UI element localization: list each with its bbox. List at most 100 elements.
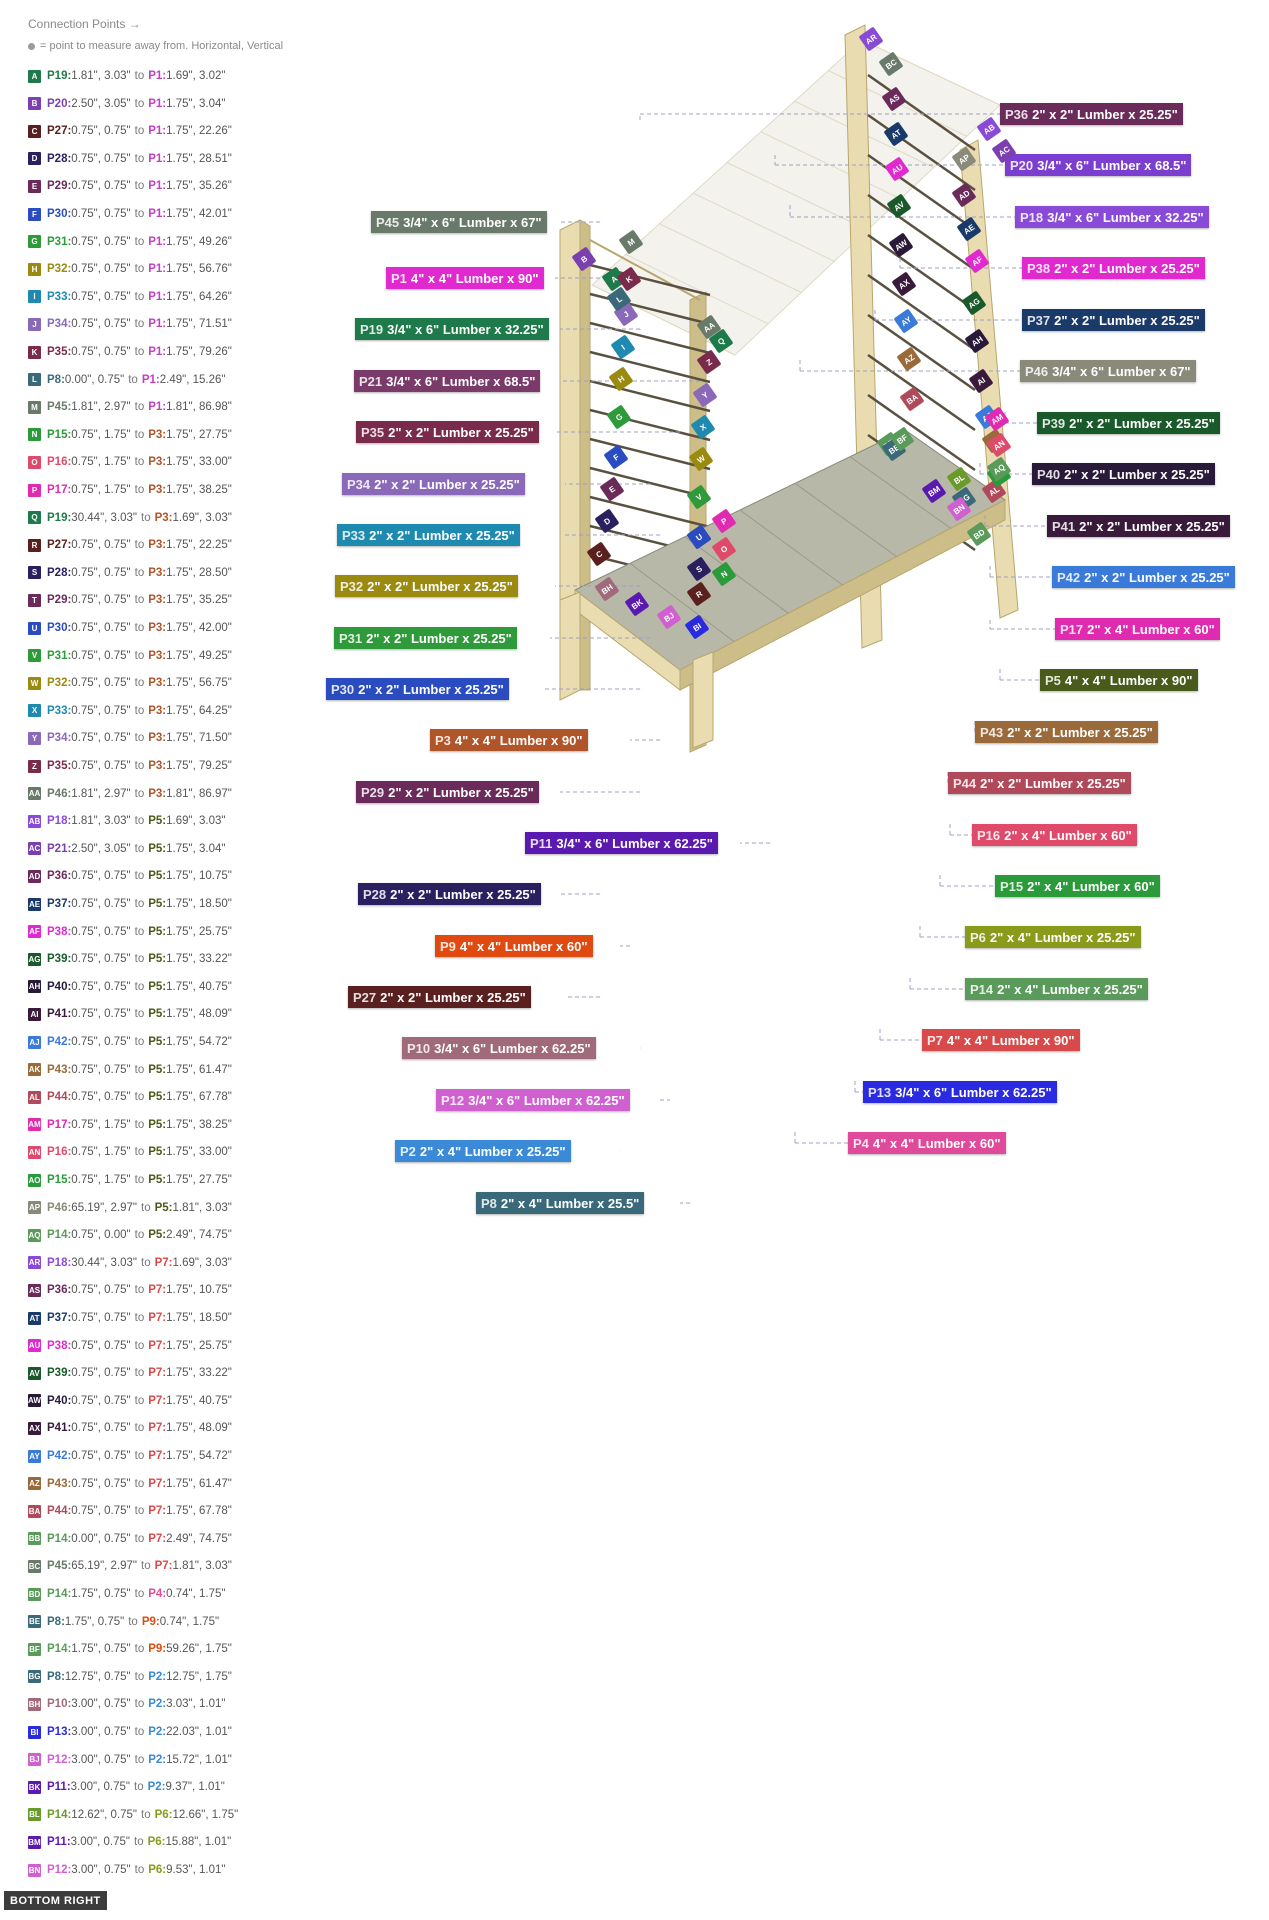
part-description: 2" x 2" Lumber x 25.25": [369, 527, 515, 543]
part-description: 3/4" x 6" Lumber x 67": [403, 214, 542, 230]
part-id: P28: [363, 886, 387, 902]
to-part: P3:: [148, 732, 167, 745]
from-coord: 0.75", 0.00": [71, 1229, 131, 1242]
from-coord: 0.75", 0.75": [71, 870, 131, 883]
to-separator: to: [134, 815, 145, 828]
seat-board-line: [739, 509, 843, 586]
connection-badge: F: [28, 207, 41, 221]
connection-tag-y: Y: [692, 382, 718, 408]
from-part: P44:: [47, 1091, 72, 1104]
part-description: 3/4" x 6" Lumber x 67": [1052, 363, 1191, 379]
connection-badge: AT: [28, 1311, 41, 1325]
to-coord: 15.88", 1.01": [165, 1836, 232, 1849]
part-description: 2" x 2" Lumber x 25.25": [366, 630, 512, 646]
part-id: P21: [359, 373, 383, 389]
part-description: 2" x 2" Lumber x 25.25": [388, 784, 534, 800]
from-part: P36:: [47, 1284, 72, 1297]
part-id: P6: [970, 929, 986, 945]
from-part: P27:: [47, 125, 72, 138]
from-coord: 0.75", 0.75": [71, 622, 131, 634]
connection-badge: T: [28, 593, 41, 607]
connection-badge: BF: [28, 1642, 41, 1656]
to-part: P7:: [148, 1339, 167, 1352]
connection-badge: AM: [28, 1118, 41, 1132]
part-description: 2" x 4" Lumber x 60": [1004, 827, 1132, 843]
from-part: P10:: [47, 1698, 72, 1711]
to-part: P9:: [141, 1615, 160, 1628]
from-part: P12:: [47, 1753, 72, 1766]
to-part: P3:: [148, 622, 167, 634]
from-part: P19:: [47, 511, 72, 524]
to-separator: to: [134, 1698, 145, 1711]
to-separator: to: [134, 677, 145, 690]
seat-surface: [574, 429, 1006, 671]
to-separator: to: [134, 594, 145, 607]
to-separator: to: [134, 732, 145, 745]
part-id: P11: [530, 835, 553, 851]
from-part: P18:: [47, 1256, 72, 1269]
connection-badge: BN: [28, 1863, 41, 1877]
to-coord: 1.69", 3.02": [166, 70, 226, 82]
from-part: P17:: [47, 484, 72, 496]
part-id: P36: [1005, 106, 1029, 122]
part-description: 2" x 2" Lumber x 25.25": [1007, 724, 1153, 740]
from-coord: 0.75", 0.75": [71, 1394, 131, 1407]
to-coord: 1.81", 86.98": [166, 401, 232, 414]
part-description: 2" x 2" Lumber x 25.25": [358, 681, 504, 697]
from-part: P41:: [47, 1008, 72, 1021]
connection-tag-bj: BJ: [656, 604, 682, 630]
from-coord: 3.00", 0.75": [70, 1781, 130, 1794]
roof-slat: [794, 100, 934, 168]
connection-tag-ai: AI: [968, 368, 994, 394]
connection-tag-x: X: [690, 414, 716, 440]
to-coord: 1.69", 3.03": [172, 511, 232, 524]
seat-front-leg: [692, 651, 714, 749]
connection-badge: O: [28, 455, 41, 469]
part-description: 3/4" x 6" Lumber x 62.25": [434, 1040, 591, 1056]
to-part: P3:: [148, 594, 167, 607]
part-description: 2" x 4" Lumber x 60": [1027, 878, 1155, 894]
from-part: P46:: [47, 1201, 72, 1214]
part-description: 2" x 2" Lumber x 25.25": [380, 989, 526, 1005]
to-part: P5:: [148, 1036, 167, 1048]
from-coord: 0.75", 0.75": [71, 1091, 131, 1104]
from-part: P20:: [47, 97, 72, 110]
from-part: P35:: [47, 346, 72, 358]
from-coord: 0.75", 0.75": [71, 1422, 131, 1435]
to-part: P5:: [148, 1118, 167, 1131]
to-separator: to: [134, 290, 145, 303]
connection-badge: AZ: [28, 1477, 41, 1491]
to-coord: 1.75", 40.75": [166, 980, 232, 993]
connection-tag-u: U: [686, 524, 712, 550]
from-coord: 1.81", 2.97": [71, 787, 131, 800]
to-part: P1:: [148, 70, 167, 82]
to-coord: 15.72", 1.01": [166, 1753, 232, 1766]
to-coord: 9.53", 1.01": [166, 1864, 226, 1876]
connection-badge: N: [28, 428, 41, 442]
from-coord: 0.75", 0.75": [71, 1477, 131, 1490]
connection-badge: AE: [28, 897, 41, 911]
from-part: P16:: [47, 1146, 72, 1159]
connection-badge: AL: [28, 1090, 41, 1104]
part-description: 4" x 4" Lumber x 60": [872, 1135, 1001, 1151]
to-separator: to: [128, 373, 138, 386]
part-id: P18: [1020, 209, 1044, 225]
to-coord: 59.26", 1.75": [166, 1643, 232, 1656]
from-coord: 0.75", 0.75": [71, 1036, 131, 1048]
from-coord: 2.50", 3.05": [71, 97, 131, 110]
connection-tag-n: N: [711, 561, 737, 587]
to-part: P1:: [148, 318, 167, 331]
view-name-label: BOTTOM RIGHT: [4, 1891, 107, 1910]
part-id: P45: [376, 214, 400, 230]
left-top-rail: [589, 239, 701, 301]
